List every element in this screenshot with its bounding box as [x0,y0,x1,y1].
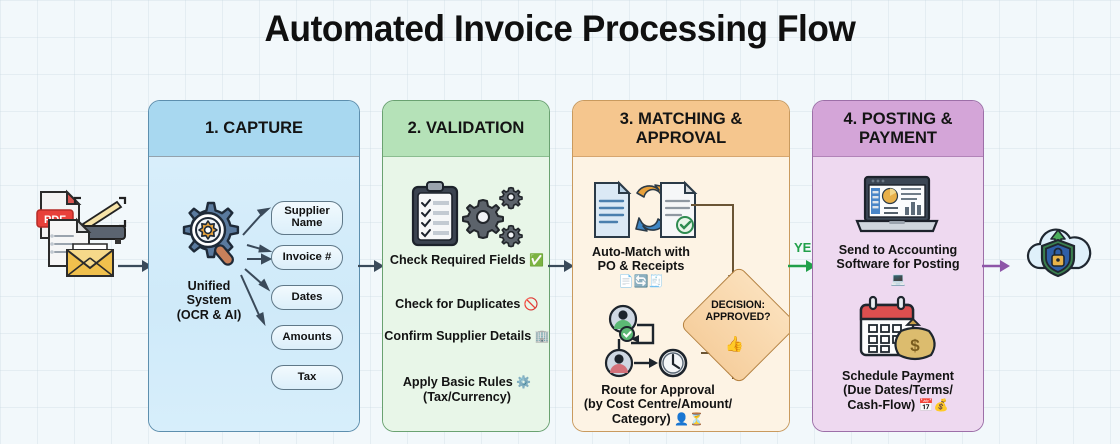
cloud-shield-lock-icon [1026,228,1092,278]
ocr-gear-magnifier-icon [182,201,240,266]
panel-posting-payment[interactable]: 4. POSTING & PAYMENT Send to Account [812,100,984,432]
start-node-incoming-invoices: PDF INVOICE INCOMING INVOI [8,186,146,278]
validation-line-confirm-supplier: Confirm Supplier Details 🏢 [384,329,550,343]
incoming-invoices-icon: PDF INVOICE [36,189,127,277]
gear-icon: ⚙️ [516,375,532,389]
check-mark-icon: ✅ [529,253,545,267]
connector-capture-to-validation [358,260,384,272]
field-pill-tax[interactable]: Tax [271,365,343,390]
panel-capture-header: 1. CAPTURE [149,101,359,157]
schedule-payment-calendar-icon: $ [859,295,936,361]
validation-line-apply-basic-rules: Apply Basic Rules ⚙️ (Tax/Currency) [402,375,532,404]
field-pill-dates[interactable]: Dates [271,285,343,310]
calendar-money-emoji: 📅💰 [918,397,949,412]
field-pill-amounts[interactable]: Amounts [271,325,343,350]
panel-posting-body: Send to Accounting Software for Posting … [813,157,983,431]
auto-match-documents-icon [594,180,698,238]
no-entry-icon: 🚫 [523,297,539,311]
panel-validation-header: 2. VALIDATION [383,101,549,157]
match-documents-emoji: 📄🔄🧾 [618,273,664,288]
panel-posting-header: 4. POSTING & PAYMENT [813,101,983,157]
accounting-software-laptop-icon [855,175,939,233]
capture-caption: Unified System (OCR & AI) [176,279,242,322]
field-pill-invoice-number[interactable]: Invoice # [271,245,343,270]
svg-text:$: $ [910,336,920,355]
panel-capture-body: Unified System (OCR & AI) Supplier Name … [149,157,359,431]
route-for-approval-label: Route for Approval (by Cost Centre/Amoun… [583,383,733,426]
auto-match-label: Auto-Match with PO & Receipts 📄🔄🧾 [592,245,690,288]
decision-label: DECISION: APPROVED? [705,299,771,324]
connector-matching-to-posting [788,260,816,272]
panel-matching-header: 3. MATCHING & APPROVAL [573,101,789,157]
capture-field-arrows [240,207,273,327]
validation-line-check-required-fields: Check Required Fields ✅ [389,253,545,267]
connector-validation-to-matching [548,260,574,272]
connector-start-to-capture [118,260,152,272]
schedule-payment-label: Schedule Payment (Due Dates/Terms/ Cash-… [842,369,954,412]
panel-capture[interactable]: 1. CAPTURE Unified System (OCR & AI) [148,100,360,432]
route-for-approval-icon [604,304,688,378]
page-title: Automated Invoice Processing Flow [264,8,856,49]
validation-line-check-duplicates: Check for Duplicates 🚫 [395,297,539,311]
connector-posting-to-complete [982,260,1010,272]
panel-matching-body: Auto-Match with PO & Receipts 📄🔄🧾 [573,157,789,431]
field-pill-supplier-name[interactable]: Supplier Name [271,201,343,235]
building-icon: 🏢 [534,329,550,343]
end-node-digital-process-complete: DIGITAL PROCESS COMPLETE (Easy Audit, Sc… [1000,222,1116,280]
laptop-emoji: 💻 [890,271,906,286]
thumbs-up-icon: 👍 [725,336,744,353]
panel-validation-body: Check Required Fields ✅ Check for Duplic… [383,157,549,431]
checklist-gears-icon [411,181,523,248]
panel-validation[interactable]: 2. VALIDATION [382,100,550,432]
person-hourglass-emoji: 👤⏳ [674,411,705,426]
send-to-accounting-label: Send to Accounting Software for Posting … [836,243,960,286]
panel-matching-approval[interactable]: 3. MATCHING & APPROVAL [572,100,790,432]
